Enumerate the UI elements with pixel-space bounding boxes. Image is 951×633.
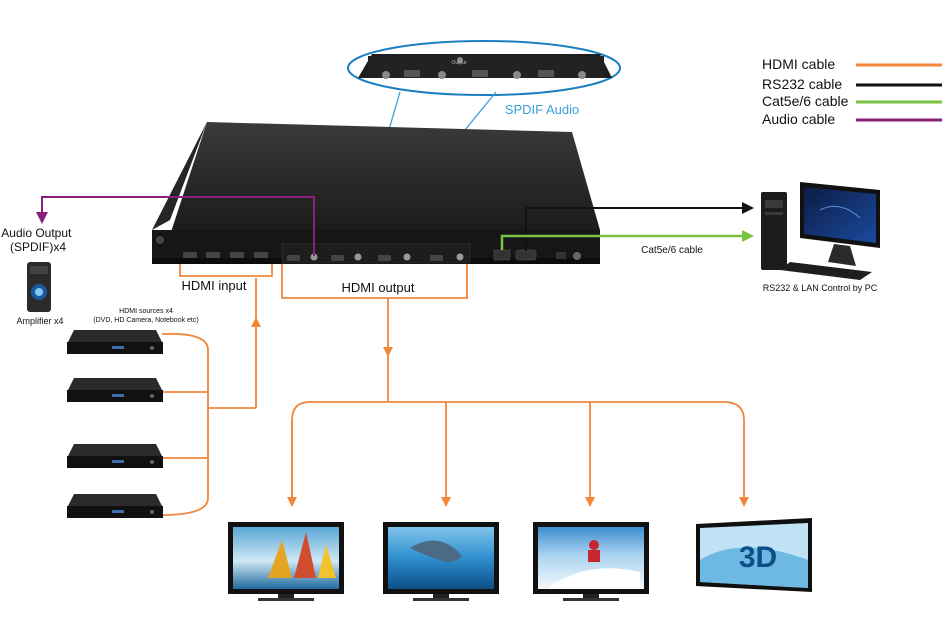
legend-label-rs232: RS232 cable — [762, 76, 842, 92]
hdmi-output-bracket — [281, 264, 468, 299]
tv-display — [228, 522, 344, 601]
zoom-callout: Output — [347, 40, 621, 96]
zoom-output-label: Output — [451, 60, 467, 66]
amplifier-label: Amplifier x4 — [16, 316, 63, 326]
hdmi-input-ports — [183, 252, 268, 258]
tv-display — [383, 522, 499, 601]
pc-icon — [761, 182, 880, 280]
hdmi-source-device — [67, 330, 163, 354]
hdmi-output-ports — [281, 243, 471, 264]
spdif-audio-label: SPDIF Audio — [505, 102, 579, 117]
hdmi-output-bus — [291, 401, 749, 507]
tv-3d-logo: 3D — [739, 541, 777, 574]
hdmi-input-label: HDMI input — [181, 278, 246, 293]
cat-cable-label: Cat5e/6 cable — [641, 245, 703, 256]
audio-output-label: Audio Output (SPDIF)x4 — [1, 226, 74, 254]
tv-display-3d: 3D — [696, 518, 812, 592]
audio-cable — [36, 196, 315, 256]
hdmi-input-bracket — [179, 264, 273, 277]
legend-label-cat: Cat5e/6 cable — [762, 93, 849, 109]
cat-cable — [500, 230, 754, 250]
amplifier-icon — [27, 262, 51, 312]
hdmi-sources-bus — [161, 332, 209, 516]
hdmi-sources-title: HDMI sources x4 — [119, 308, 173, 315]
hdmi-source-device — [67, 378, 163, 402]
hdmi-source-device — [67, 494, 163, 518]
legend-label-hdmi: HDMI cable — [762, 56, 835, 72]
hdmi-sources-subtitle: (DVD, HD Camera, Notebook etc) — [93, 317, 198, 324]
hdmi-matrix-device — [152, 122, 600, 264]
hdmi-output-label: HDMI output — [342, 280, 415, 295]
legend-label-audio: Audio cable — [762, 111, 835, 127]
zoom-port-row — [382, 70, 586, 79]
legend: HDMI cable RS232 cable Cat5e/6 cable Aud… — [762, 56, 942, 127]
pc-control-label: RS232 & LAN Control by PC — [763, 283, 878, 293]
tv-display — [533, 522, 649, 601]
hdmi-source-device — [67, 444, 163, 468]
control-ports — [493, 249, 581, 261]
